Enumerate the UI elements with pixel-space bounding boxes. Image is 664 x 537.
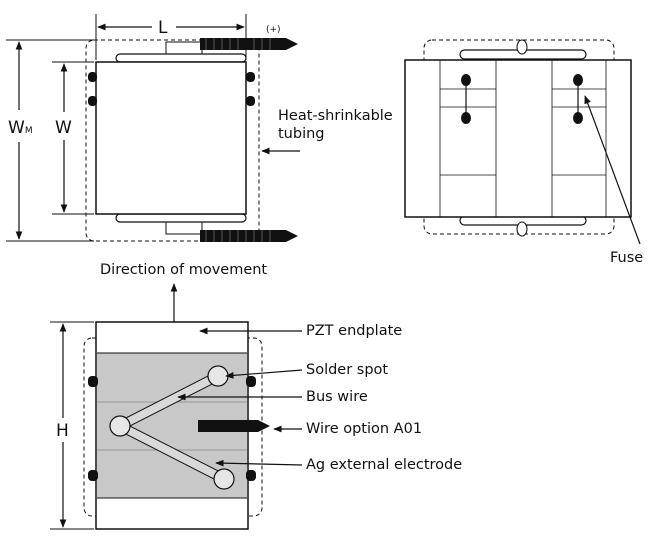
ag-electrode-label: Ag external electrode [306, 457, 462, 473]
front-side-tab [88, 470, 98, 481]
length-label: L [158, 18, 168, 38]
heat-shrink-label-line2: tubing [278, 126, 325, 142]
wire-lead-bottom [200, 230, 298, 242]
front-side-tab [88, 376, 98, 387]
heat-shrink-outline [85, 39, 260, 242]
direction-label: Direction of movement [100, 262, 267, 278]
bus-wire-label: Bus wire [306, 389, 368, 405]
side-bottom-knob [516, 221, 528, 237]
front-view: Direction of movement [50, 262, 462, 530]
fuse-left [461, 74, 471, 124]
ag-electrode-pointer [215, 459, 303, 467]
solder-spot-label: Solder spot [306, 362, 388, 378]
wire-option-label: Wire option A01 [306, 421, 422, 437]
side-top-knob [516, 39, 528, 55]
top-plate [115, 53, 247, 63]
side-body [404, 59, 632, 218]
width-max-label: WM [8, 118, 33, 138]
solder-spot [213, 468, 235, 490]
bottom-plate [115, 213, 247, 223]
wire-option-lead [198, 420, 270, 432]
solder-spot-pointer [225, 369, 303, 379]
wire-lead-top [200, 38, 298, 50]
solder-spot [207, 365, 229, 387]
top-view: (+) L WM W Heat-shrinkable tubing [6, 14, 393, 242]
front-side-tab [246, 470, 256, 481]
lead-connector [165, 221, 203, 235]
heat-shrink-label-line1: Heat-shrinkable [278, 108, 393, 124]
front-side-tab [246, 376, 256, 387]
solder-spot [109, 415, 131, 437]
side-tab [246, 72, 255, 82]
actuator-body [95, 61, 247, 215]
side-tab [88, 72, 97, 82]
side-view: Fuse [404, 39, 643, 266]
polarity-label: (+) [266, 25, 281, 35]
width-label: W [55, 118, 72, 138]
fuse-right [573, 74, 583, 124]
height-label: H [56, 421, 69, 441]
lead-connector [165, 41, 203, 55]
side-tab [246, 96, 255, 106]
pzt-endplate-label: PZT endplate [306, 323, 402, 339]
side-tab [88, 96, 97, 106]
fuse-label: Fuse [610, 250, 643, 266]
fuse-pointer [584, 95, 641, 245]
